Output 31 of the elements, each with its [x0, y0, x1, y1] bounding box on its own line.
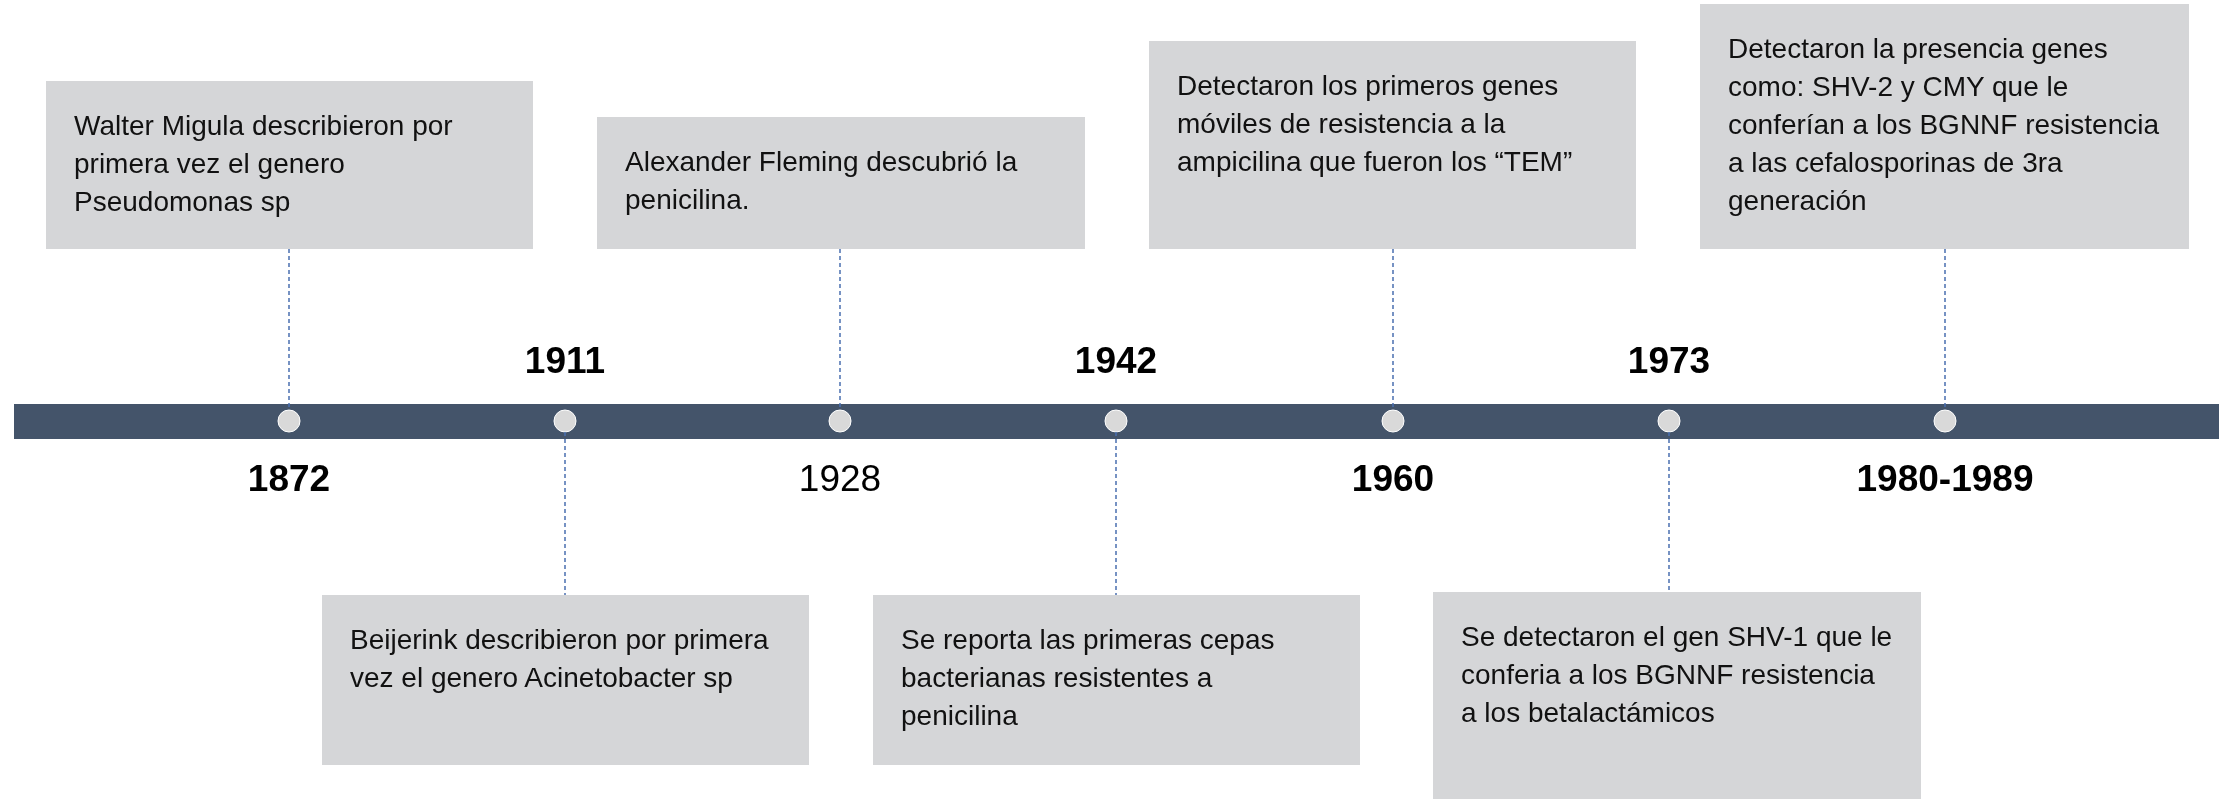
- year-label: 1872: [246, 458, 332, 500]
- event-text: Se reporta las primeras cepas bacterianas resistentes a penicilina: [901, 623, 1276, 733]
- leader-line: [1115, 431, 1117, 596]
- event-box: [597, 117, 1085, 249]
- year-label: 1960: [1350, 458, 1436, 500]
- event-box: [1149, 41, 1636, 249]
- event-box: [322, 595, 809, 765]
- event-text: Detectaron la presencia genes como: SHV-2 y CMY que le conferían a los BGNNF resistencia a las cefalosporinas de 3ra generación: [1728, 32, 2161, 218]
- timeline-dot: [1104, 409, 1128, 433]
- year-label: 1928: [797, 458, 883, 500]
- year-label: 1980-1989: [1855, 458, 2035, 500]
- event-text: Detectaron los primeros genes móviles de resistencia a la ampicilina que fueron los “TEM”: [1177, 69, 1574, 179]
- timeline-dot: [1381, 409, 1405, 433]
- timeline-dot: [828, 409, 852, 433]
- leader-line: [564, 431, 566, 596]
- year-label: 1973: [1626, 340, 1712, 382]
- timeline-dot: [1933, 409, 1957, 433]
- event-text: Se detectaron el gen SHV-1 que le conferia a los BGNNF resistencia a los betalactámicos: [1461, 620, 1894, 730]
- event-box: [1433, 592, 1921, 799]
- timeline-dot: [277, 409, 301, 433]
- event-text: Beijerink describieron por primera vez el genero Acinetobacter sp: [350, 623, 770, 695]
- timeline-dot: [1657, 409, 1681, 433]
- event-box: [46, 81, 533, 249]
- event-box: [873, 595, 1360, 765]
- event-box: [1700, 4, 2189, 249]
- year-label: 1911: [523, 340, 607, 382]
- year-label: 1942: [1073, 340, 1159, 382]
- leader-line: [1668, 431, 1670, 593]
- timeline-dot: [553, 409, 577, 433]
- event-text: Alexander Fleming descubrió la penicilina.: [625, 145, 1019, 217]
- event-text: Walter Migula describieron por primera vez el genero Pseudomonas sp: [74, 109, 454, 219]
